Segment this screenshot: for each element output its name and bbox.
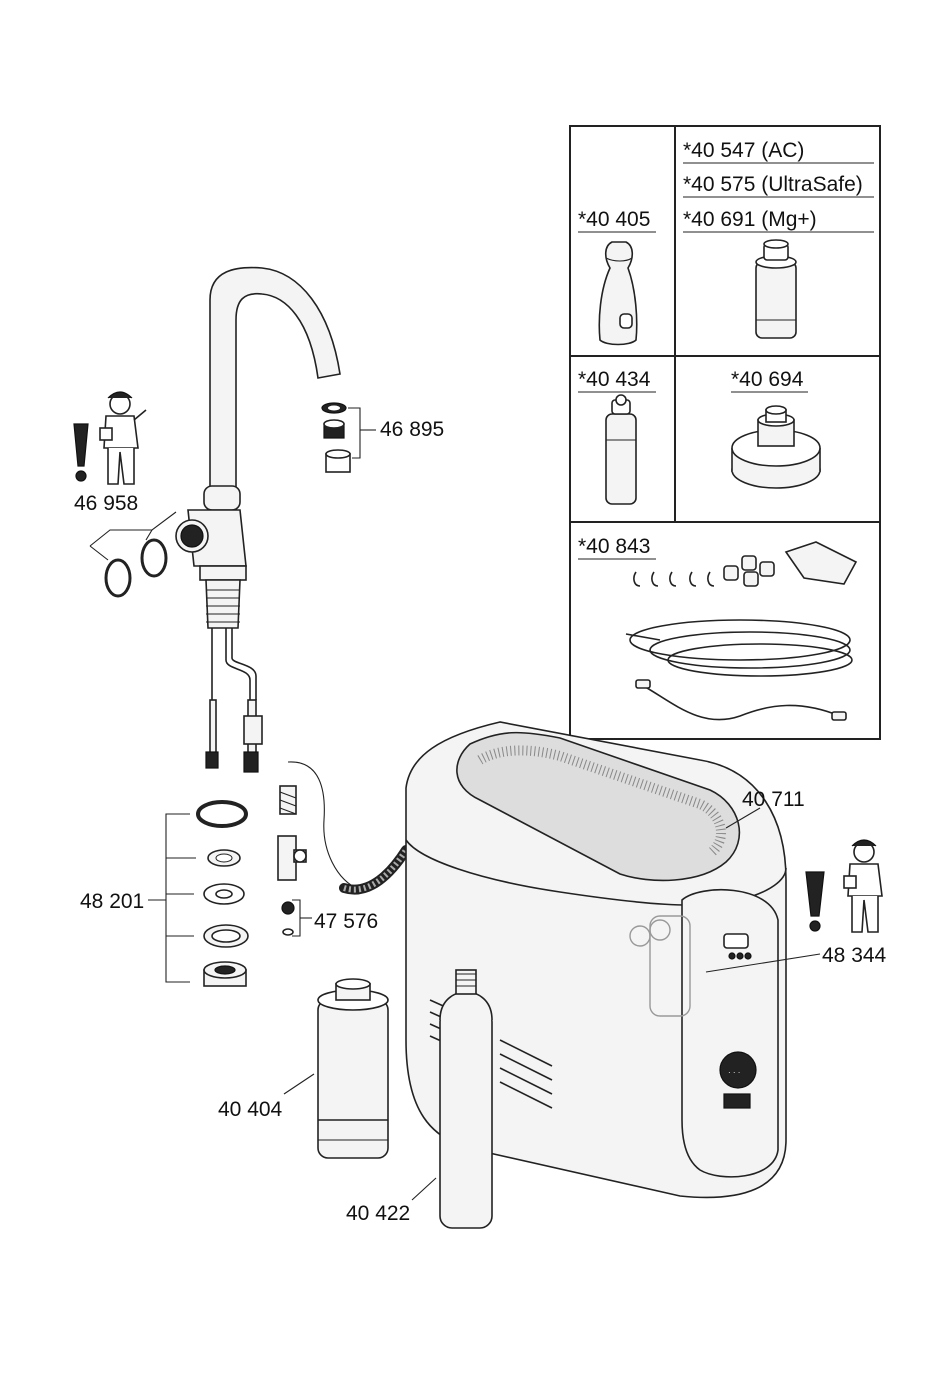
faucet <box>176 268 340 772</box>
mounting-set <box>148 802 248 986</box>
acc-code-40575: *40 575 (UltraSafe) <box>683 173 863 196</box>
label-46958: 46 958 <box>74 492 138 515</box>
label-48344: 48 344 <box>822 944 887 967</box>
svg-text:· · ·: · · · <box>728 1068 740 1077</box>
acc-code-40691: *40 691 (Mg+) <box>683 208 817 231</box>
filter-cartridge <box>284 979 388 1158</box>
acc-filter-head <box>732 406 820 488</box>
label-48201: 48 201 <box>80 890 144 913</box>
acc-filter-cartridge <box>756 240 796 338</box>
acc-code-40405: *40 405 <box>578 208 650 231</box>
label-46895: 46 895 <box>380 418 444 441</box>
label-40404: 40 404 <box>218 1098 283 1121</box>
braided-hose <box>344 850 406 890</box>
acc-code-40694: *40 694 <box>731 368 804 391</box>
installer-icon <box>844 840 882 932</box>
o-rings <box>90 512 176 596</box>
acc-bottle-small <box>599 242 636 345</box>
acc-hose-kit <box>626 542 856 720</box>
acc-drinking-bottle <box>606 395 636 504</box>
label-40422: 40 422 <box>346 1202 410 1225</box>
aerator-parts <box>322 403 376 472</box>
warning-exclamation-icon <box>74 424 88 481</box>
label-40711: 40 711 <box>742 788 805 811</box>
installer-icon <box>100 392 146 484</box>
warning-exclamation-icon <box>806 872 824 931</box>
label-47576: 47 576 <box>314 910 378 933</box>
acc-code-40434: *40 434 <box>578 368 651 391</box>
accessory-box: *40 405 *40 547 (AC) *40 575 (UltraSafe)… <box>570 126 880 739</box>
acc-code-40843: *40 843 <box>578 535 650 558</box>
acc-code-40547: *40 547 (AC) <box>683 139 804 162</box>
